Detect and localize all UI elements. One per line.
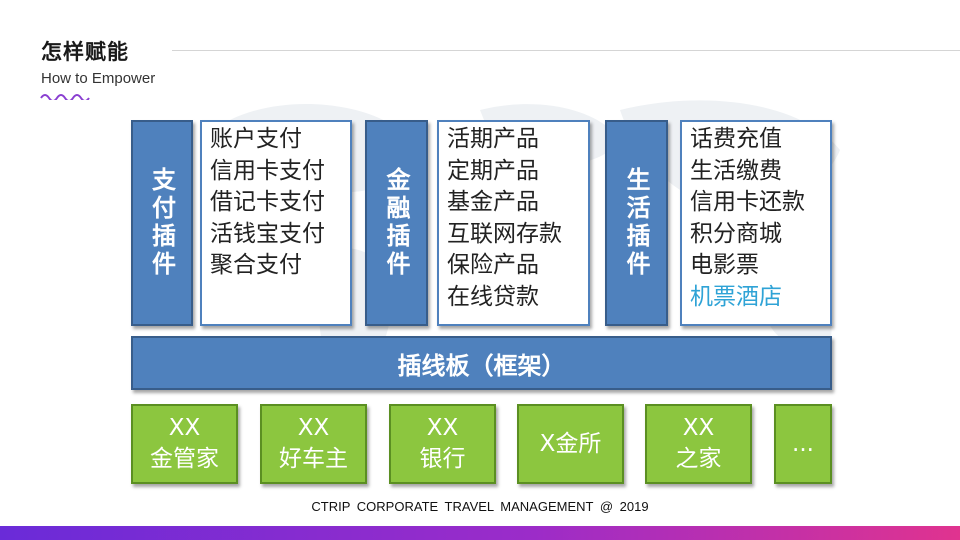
partner-box: X金所 (517, 404, 624, 484)
partner-box: XX 好车主 (260, 404, 367, 484)
list-item: 保险产品 (447, 252, 539, 279)
partner-line1: XX (168, 415, 201, 441)
list-item: 基金产品 (447, 189, 539, 216)
partner-line1: XX (426, 415, 459, 441)
life-plugin-block: 生活插件 (605, 120, 668, 326)
finance-plugin-list: 活期产品 定期产品 基金产品 互联网存款 保险产品 在线贷款 (437, 120, 590, 326)
life-plugin-list: 话费充值 生活缴费 信用卡还款 积分商城 电影票 机票酒店 (680, 120, 832, 326)
list-item: 积分商城 (690, 220, 782, 247)
partner-box-more: ... (774, 404, 832, 484)
partner-line1: X金所 (539, 430, 602, 457)
partner-box: XX 银行 (389, 404, 496, 484)
decorative-wave-icon (40, 94, 90, 100)
bottom-gradient-bar (0, 526, 960, 540)
partner-box: XX 金管家 (131, 404, 238, 484)
footer-text: CTRIP CORPORATE TRAVEL MANAGEMENT @ 2019 (311, 499, 649, 514)
partner-line2: 金管家 (150, 446, 219, 472)
list-item: 定期产品 (447, 157, 539, 184)
list-item: 生活缴费 (690, 157, 782, 184)
list-item: 信用卡还款 (690, 189, 805, 216)
list-item: 互联网存款 (447, 220, 562, 247)
partner-line1: XX (297, 415, 330, 441)
list-item: 话费充值 (690, 126, 782, 152)
partner-line2: 之家 (675, 446, 722, 472)
list-item: 账户支付 (210, 126, 302, 152)
page-subtitle: How to Empower (41, 70, 156, 87)
list-item: 在线贷款 (447, 283, 539, 310)
partner-line2: 银行 (419, 446, 466, 472)
list-item: 聚合支付 (210, 252, 302, 279)
framework-board: 插线板（框架） (131, 336, 832, 390)
partner-line2: 好车主 (279, 446, 348, 472)
title-divider (172, 50, 960, 51)
partner-box: XX 之家 (645, 404, 752, 484)
list-item: 活期产品 (447, 126, 539, 152)
list-item: 借记卡支付 (210, 189, 325, 216)
payment-plugin-block: 支付插件 (131, 120, 193, 326)
finance-plugin-block: 金融插件 (365, 120, 428, 326)
list-item: 电影票 (690, 252, 759, 279)
partner-line1: ... (792, 430, 814, 457)
list-item: 信用卡支付 (210, 157, 325, 184)
list-item-highlighted: 机票酒店 (690, 283, 782, 310)
list-item: 活钱宝支付 (210, 220, 325, 247)
partner-line1: XX (682, 415, 715, 441)
payment-plugin-list: 账户支付 信用卡支付 借记卡支付 活钱宝支付 聚合支付 (200, 120, 352, 326)
page-title: 怎样赋能 (41, 40, 129, 64)
